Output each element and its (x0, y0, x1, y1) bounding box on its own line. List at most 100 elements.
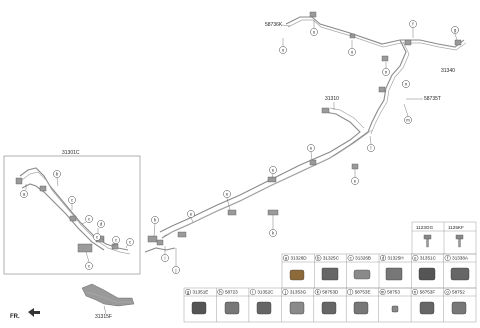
parts-table: 1123GG 1125KF (183, 221, 477, 323)
part-letter-circle (184, 288, 192, 296)
part-letter: i (252, 290, 253, 295)
label-58736k: 58736K (265, 22, 283, 28)
part-letter: o (446, 290, 449, 295)
svg-text:j: j (175, 268, 177, 273)
part-letter: b (317, 256, 320, 261)
part-letter: a (285, 256, 288, 261)
part-code: 31326D (291, 256, 308, 261)
label-31340: 31340 (441, 68, 455, 74)
svg-text:i: i (165, 256, 166, 261)
svg-text:e: e (354, 179, 357, 184)
part-letter-circle (444, 254, 451, 262)
part-code: 58753F (420, 290, 436, 295)
part-code: 31353G (290, 290, 307, 295)
front-arrow (28, 308, 40, 317)
bolt-1125kf-icon (455, 234, 464, 248)
part-letter-circle (444, 288, 451, 296)
label-31310: 31310 (325, 96, 339, 102)
header-1123gg: 1123GG (416, 225, 433, 230)
part-letter: d (382, 256, 385, 261)
part-letter: k (317, 290, 320, 295)
svg-text:m: m (406, 118, 410, 123)
part-code: 31352C (257, 290, 274, 295)
svg-text:c: c (71, 198, 73, 203)
svg-text:a: a (23, 192, 26, 197)
svg-text:k: k (272, 231, 275, 236)
part-code: 31338A (452, 256, 469, 261)
clip-31325h-icon (385, 267, 403, 281)
clip-58753e-icon (353, 301, 369, 315)
clip-31325c-icon (321, 267, 339, 281)
part-code: 31325H (387, 256, 403, 261)
svg-text:n: n (385, 70, 388, 75)
svg-text:c: c (88, 217, 90, 222)
part-letter-circle (379, 288, 386, 296)
svg-text:h: h (154, 218, 157, 223)
part-letter: f (447, 256, 449, 261)
clip-58753f-icon (419, 301, 435, 315)
svg-text:c: c (129, 240, 131, 245)
bolt-1123gg-icon (423, 234, 432, 248)
part-code: 31325C (323, 256, 340, 261)
part-letter: h (219, 290, 222, 295)
clip-58723-icon (224, 301, 240, 315)
part-letter: m (381, 290, 385, 295)
main-brake-lines (159, 107, 373, 239)
part-letter-circle (282, 288, 289, 296)
part-letter-circle (282, 254, 290, 262)
part-code: 58753D (322, 290, 339, 295)
clip-31352c-icon (256, 301, 272, 315)
svg-text:f: f (412, 22, 414, 27)
clip-31351c-icon (418, 267, 436, 281)
svg-text:b: b (56, 172, 59, 177)
part-letter-circle (315, 254, 322, 262)
clip-31326b-icon (353, 269, 371, 280)
part-code: 31351E (193, 290, 209, 295)
part-code: 31326B (355, 256, 371, 261)
svg-text:c: c (88, 264, 90, 269)
svg-text:c: c (96, 235, 98, 240)
svg-text:o: o (351, 50, 354, 55)
svg-text:g: g (454, 28, 457, 33)
row1-part-icons (289, 267, 470, 281)
clip-58753d-icon (321, 301, 337, 315)
label-31315f: 31315F (95, 314, 112, 320)
svg-text:n: n (405, 82, 408, 87)
part-letter: j (284, 290, 286, 295)
svg-text:d: d (100, 222, 103, 227)
clip-58752-icon (451, 301, 467, 315)
part-letter-circle (379, 254, 387, 262)
clip-31338a-icon (450, 267, 470, 281)
part-letter-circle (217, 288, 224, 296)
part-letter-circle (314, 288, 321, 296)
part-letter: e (414, 256, 417, 261)
label-31301c: 31301C (62, 150, 80, 156)
svg-text:e: e (310, 146, 313, 151)
part-code: 58752 (452, 290, 465, 295)
svg-text:l: l (371, 146, 372, 151)
row2-part-icons (191, 301, 467, 315)
svg-text:o: o (313, 30, 316, 35)
part-letter-circle (412, 254, 419, 262)
bracket-31315f (81, 283, 135, 307)
svg-text:e: e (190, 212, 193, 217)
clip-31351e-icon (191, 301, 207, 315)
svg-text:e: e (226, 192, 229, 197)
clip-31326d-icon (289, 269, 305, 281)
label-fr: FR. (10, 314, 20, 320)
clip-31353g-icon (289, 301, 305, 315)
svg-text:e: e (272, 168, 275, 173)
svg-text:o: o (282, 48, 285, 53)
part-code: 58723 (225, 290, 238, 295)
callouts: o o o f g n n m l e e e e e k h i j (20, 20, 459, 274)
svg-text:c: c (115, 238, 117, 243)
part-letter: l (350, 290, 351, 295)
part-code: 58753 (387, 290, 400, 295)
clip-58753-icon (391, 305, 399, 313)
part-code: 58753E (355, 290, 371, 295)
junction-parts (144, 231, 187, 253)
part-letter: c (350, 256, 352, 261)
